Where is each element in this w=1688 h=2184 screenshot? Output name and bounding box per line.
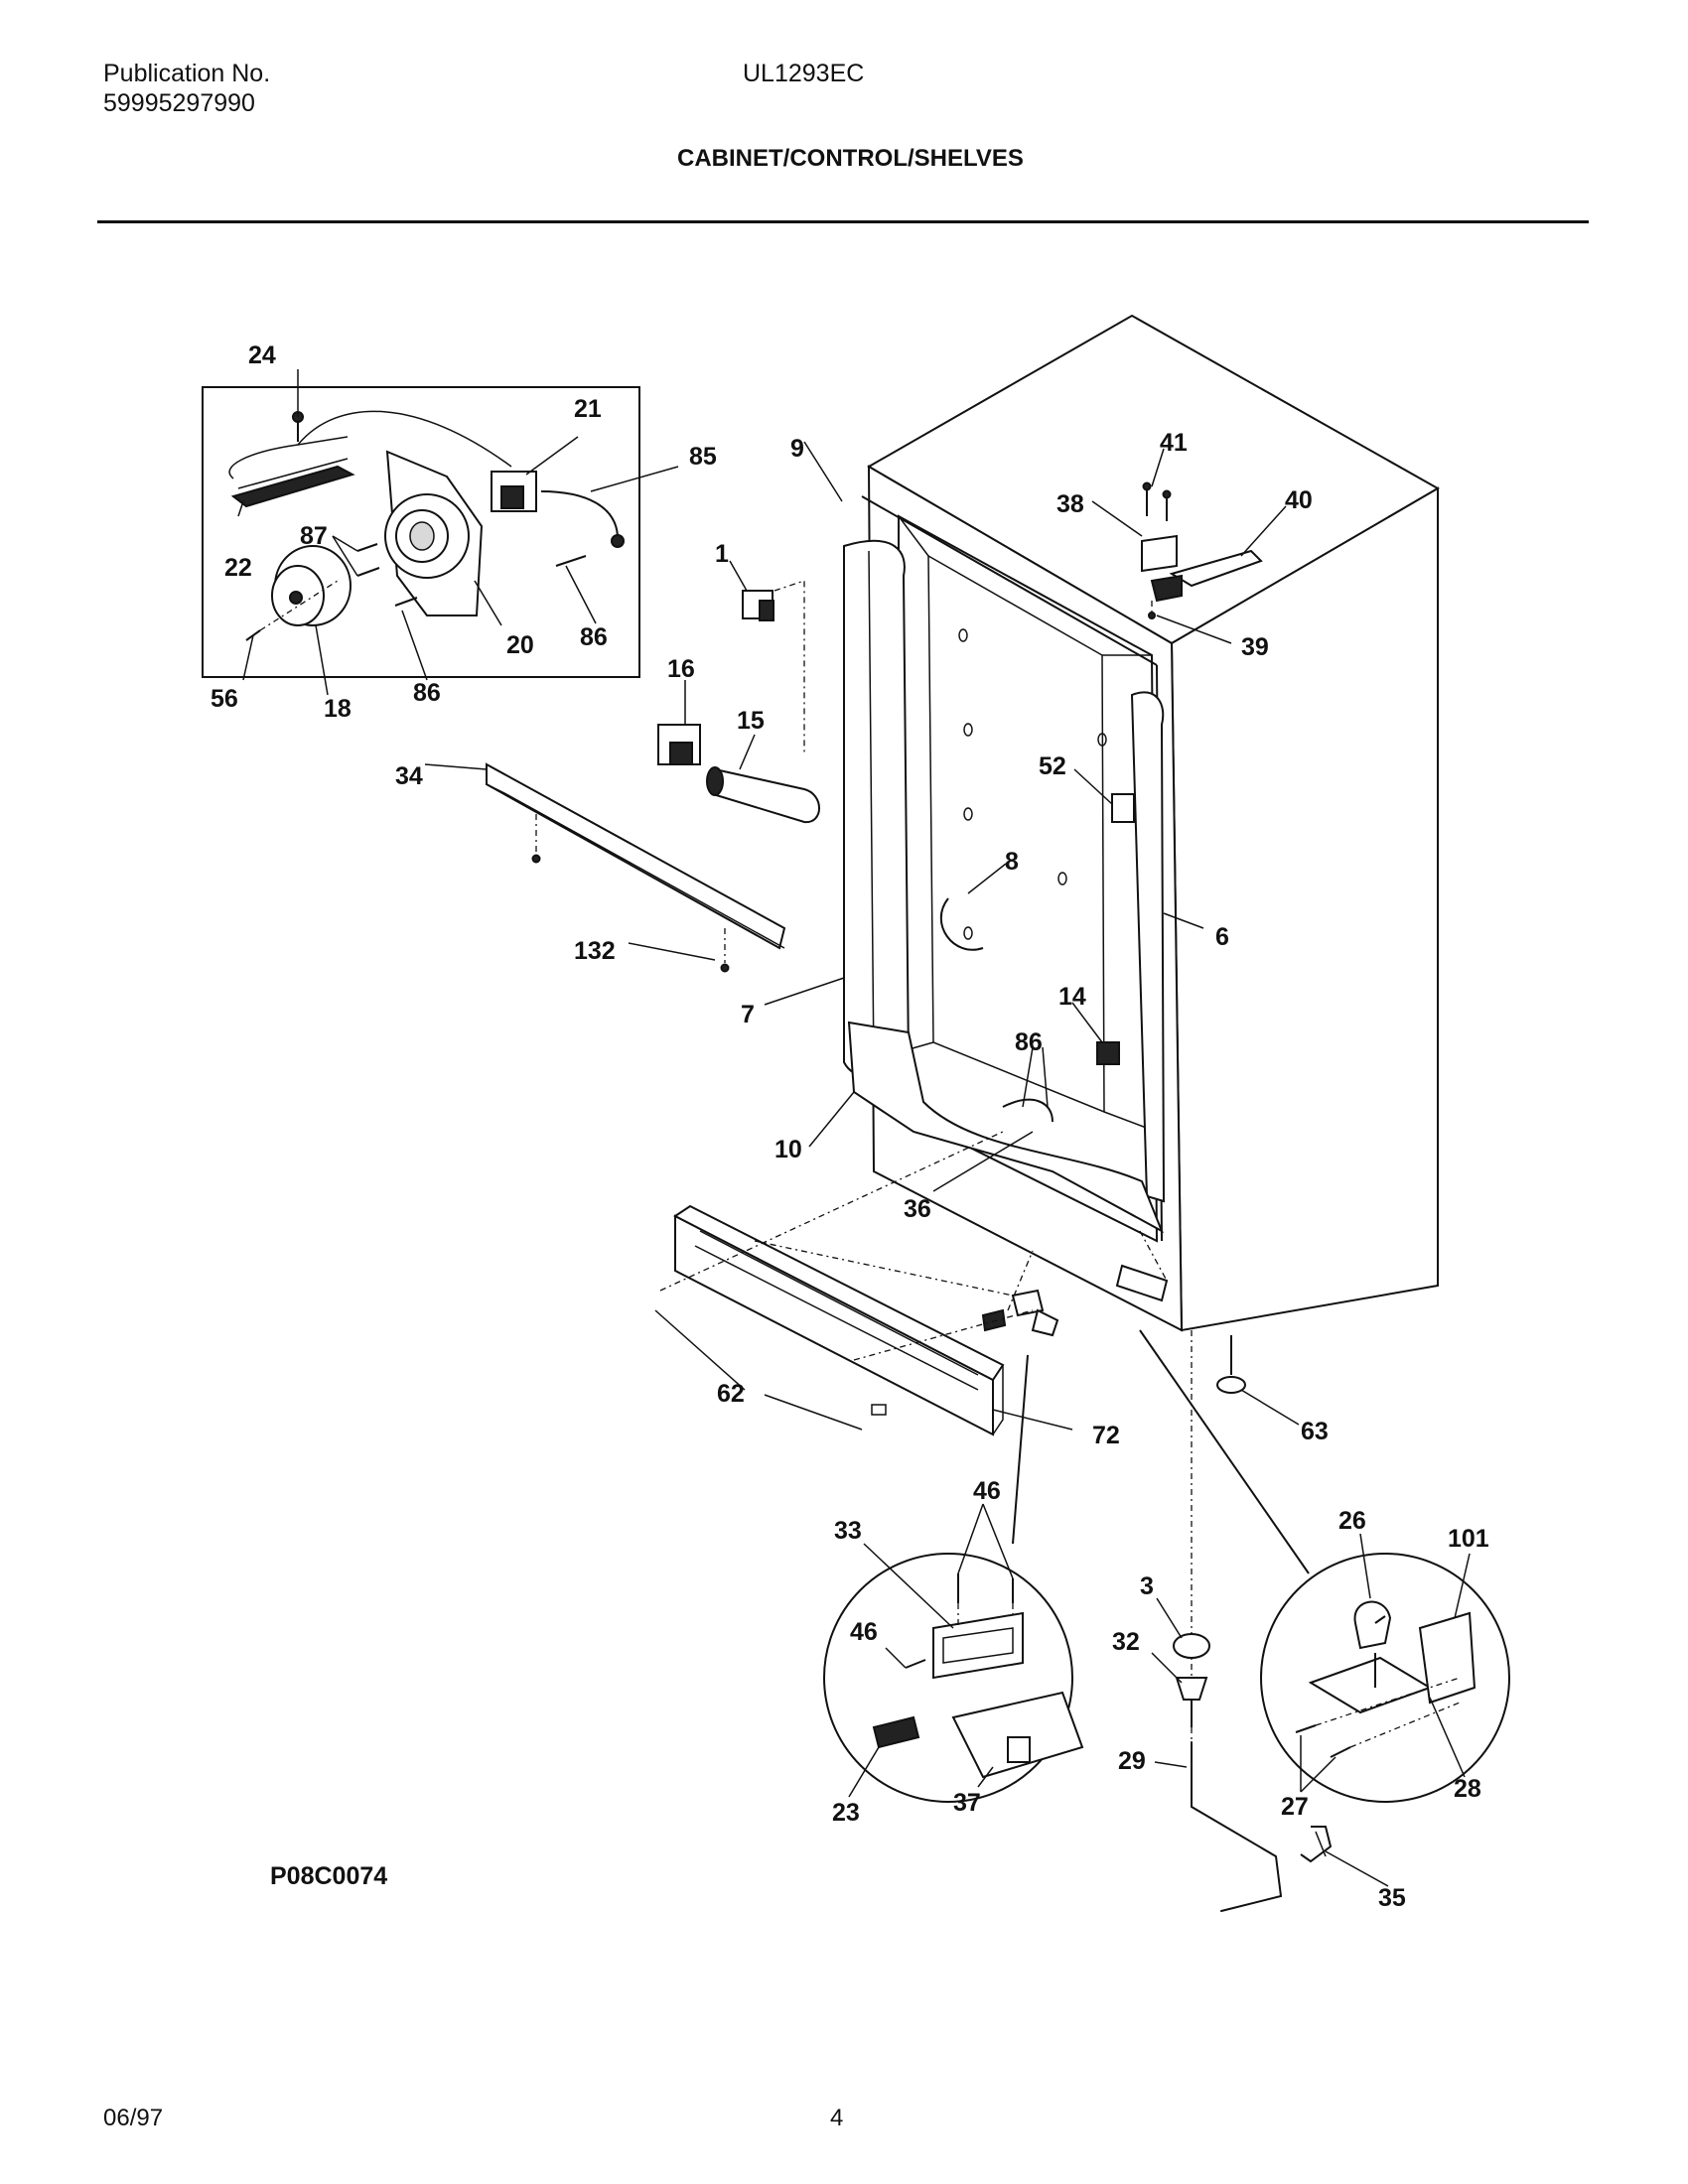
callout-29: 29 [1118, 1747, 1146, 1775]
callout-22: 22 [224, 554, 252, 582]
deflector [486, 762, 786, 973]
callout-63: 63 [1301, 1418, 1329, 1445]
publication-label: Publication No. [103, 60, 271, 87]
detail-leaders [848, 1503, 1471, 1887]
callout-labels: 24 21 85 22 87 20 86 86 56 18 9 1 16 15 … [211, 341, 1489, 1912]
model-number: UL1293EC [743, 60, 865, 87]
callout-86d: 86 [1015, 1028, 1043, 1056]
bottom-hinge-cluster [981, 1264, 1246, 1394]
detail-connector-right [1139, 1329, 1310, 1574]
callout-21: 21 [574, 395, 602, 423]
light-assembly [657, 580, 820, 824]
callout-27: 27 [1281, 1793, 1309, 1821]
callout-9: 9 [790, 435, 804, 463]
callout-87: 87 [300, 522, 328, 550]
toe-grille [673, 1204, 1005, 1436]
callout-1: 1 [715, 540, 729, 568]
callout-36: 36 [904, 1195, 931, 1223]
callout-85: 85 [689, 443, 717, 471]
cabinet-body [843, 314, 1441, 1332]
callout-39: 39 [1241, 633, 1269, 661]
callout-7: 7 [741, 1001, 755, 1028]
callout-37: 37 [953, 1789, 981, 1817]
callout-28: 28 [1454, 1775, 1481, 1803]
callout-16: 16 [667, 655, 695, 683]
callout-41: 41 [1160, 429, 1188, 457]
callout-33: 33 [834, 1517, 862, 1545]
callout-32: 32 [1112, 1628, 1140, 1656]
drain-assembly [1173, 1633, 1333, 1912]
callout-38: 38 [1056, 490, 1084, 518]
callout-8: 8 [1005, 848, 1019, 876]
callout-26: 26 [1338, 1507, 1366, 1535]
section-title: CABINET/CONTROL/SHELVES [677, 145, 1024, 172]
top-hinge-assembly [1141, 481, 1263, 619]
figure-code: P08C0074 [270, 1862, 388, 1890]
callout-72: 72 [1092, 1422, 1120, 1449]
publication-number: 59995297990 [103, 89, 255, 117]
header-rule [97, 220, 1589, 223]
detail-circle-hinge [1260, 1553, 1510, 1803]
callout-46b: 46 [850, 1618, 878, 1646]
callout-56: 56 [211, 685, 238, 713]
callout-132: 132 [574, 937, 616, 965]
leader-lines [237, 369, 1300, 1807]
callout-101: 101 [1448, 1525, 1489, 1553]
callout-6: 6 [1215, 923, 1229, 951]
callout-86a: 86 [580, 623, 608, 651]
callout-52: 52 [1039, 752, 1066, 780]
callout-20: 20 [506, 631, 534, 659]
control-inset-box [202, 386, 640, 678]
callout-14: 14 [1058, 983, 1086, 1011]
callout-15: 15 [737, 707, 765, 735]
footer-date: 06/97 [103, 2105, 164, 2131]
callout-62: 62 [717, 1380, 745, 1408]
callout-10: 10 [774, 1136, 802, 1163]
callout-24: 24 [248, 341, 276, 369]
callout-40: 40 [1285, 486, 1313, 514]
page-number: 4 [830, 2105, 844, 2131]
callout-35: 35 [1378, 1884, 1406, 1912]
callout-3: 3 [1140, 1572, 1154, 1600]
detail-connector-left [1012, 1354, 1029, 1545]
callout-23: 23 [832, 1799, 860, 1827]
callout-86b: 86 [413, 679, 441, 707]
detail-circle-door-stop [823, 1553, 1084, 1803]
callout-18: 18 [324, 695, 352, 723]
callout-34: 34 [395, 762, 423, 790]
callout-46a: 46 [973, 1477, 1001, 1505]
